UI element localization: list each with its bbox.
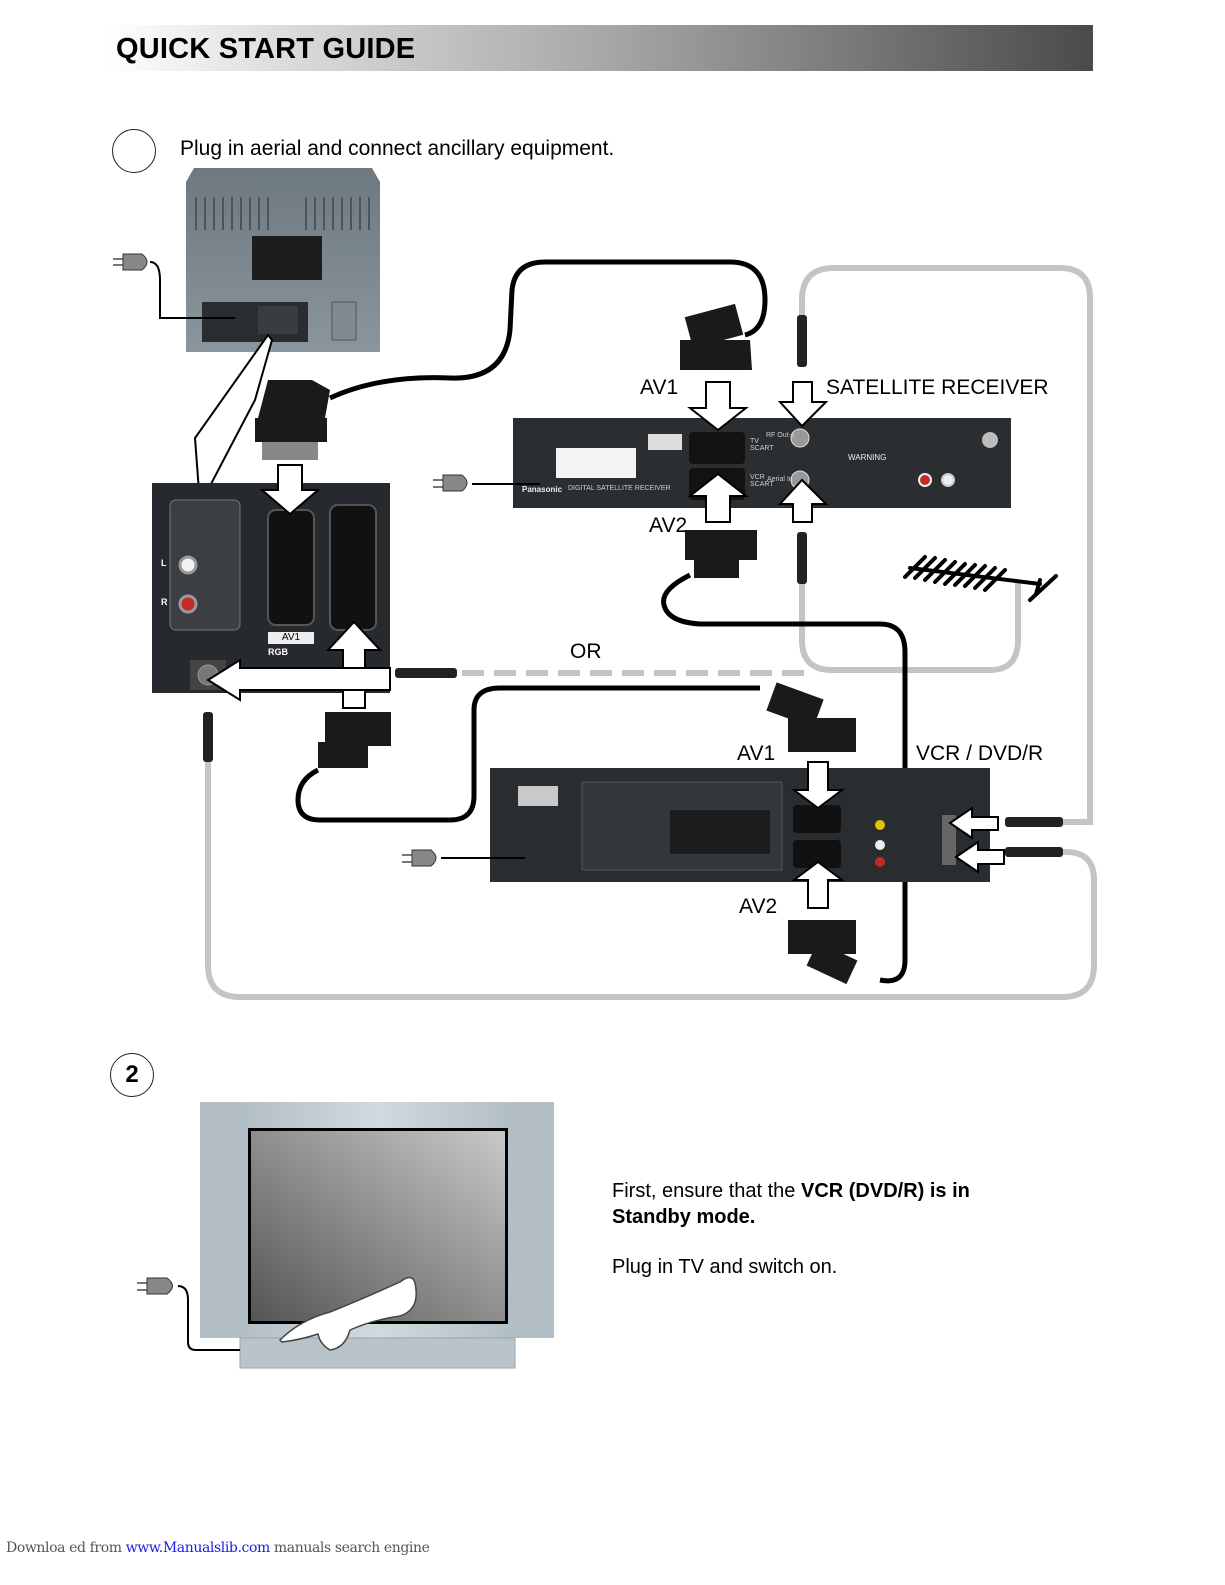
tv-rgb-label: RGB (268, 647, 288, 657)
warning-label: WARNING (848, 453, 887, 462)
step-2-instructions: First, ensure that the VCR (DVD/R) is in… (612, 1178, 1052, 1304)
connection-arrows (206, 381, 1005, 909)
footer-suffix: manuals search engine (269, 1540, 430, 1556)
flat-tv-photo (200, 1102, 554, 1369)
standby-instruction-plain: First, ensure that the (612, 1180, 801, 1202)
standby-instruction: First, ensure that the VCR (DVD/R) is in… (612, 1178, 1052, 1230)
satellite-receiver-label: SATELLITE RECEIVER (826, 376, 1049, 399)
rf-out-label: RF Out-1 (766, 432, 795, 439)
finger-pointing-icon (278, 1276, 417, 1351)
satellite-av2-label: AV2 (649, 514, 688, 537)
page-title: QUICK START GUIDE (116, 33, 416, 65)
step-1-text: Plug in aerial and connect ancillary equ… (180, 137, 615, 160)
power-plug-icon-tv-back (113, 253, 235, 319)
audio-l-label: L (161, 558, 167, 568)
satellite-brand-label: Panasonic (522, 485, 563, 494)
aerial-in-label: Aerial In (767, 476, 793, 483)
satellite-av1-label: AV1 (640, 376, 679, 399)
step-1-marker (112, 129, 156, 173)
scart-cables (295, 259, 908, 984)
or-label: OR (570, 640, 602, 663)
header-bar: QUICK START GUIDE (107, 25, 1093, 71)
rf-cables (205, 265, 1097, 1000)
satellite-model-label: DIGITAL SATELLITE RECEIVER (568, 485, 671, 492)
power-plug-icon-vcr (402, 849, 525, 867)
vcr-photo (490, 768, 990, 882)
power-plug-icon-flat-tv (137, 1277, 240, 1351)
rf-plugs (203, 315, 1063, 857)
step-2-marker: 2 (110, 1053, 154, 1097)
power-plug-icon-satellite (433, 474, 540, 492)
satellite-receiver-photo (513, 418, 1011, 508)
vcr-av2-label: AV2 (739, 895, 778, 918)
tv-rear-photo (186, 168, 380, 352)
switch-on-instruction: Plug in TV and switch on. (612, 1256, 838, 1278)
standby-instruction-bold: VCR (DVD/R) is in Standby mode. (612, 1180, 970, 1228)
manualslib-link[interactable]: www.Manualslib.com (125, 1540, 271, 1556)
tv-av1-socket-label: AV1 (281, 632, 301, 643)
zoom-callout (193, 333, 274, 509)
footer-prefix: Downloa ed from (6, 1540, 126, 1556)
vcr-av1-label: AV1 (737, 742, 776, 765)
tv-scart-label: TV SCART (750, 438, 774, 452)
vcr-scart-label: VCR SCART (750, 474, 774, 488)
scart-plugs (255, 303, 858, 985)
footer: Downloa ed from www.Manualslib.com manua… (6, 1540, 430, 1556)
audio-r-label: R (161, 597, 168, 607)
aerial-icon (903, 555, 1058, 602)
vcr-dvd-label: VCR / DVD/R (916, 742, 1044, 765)
